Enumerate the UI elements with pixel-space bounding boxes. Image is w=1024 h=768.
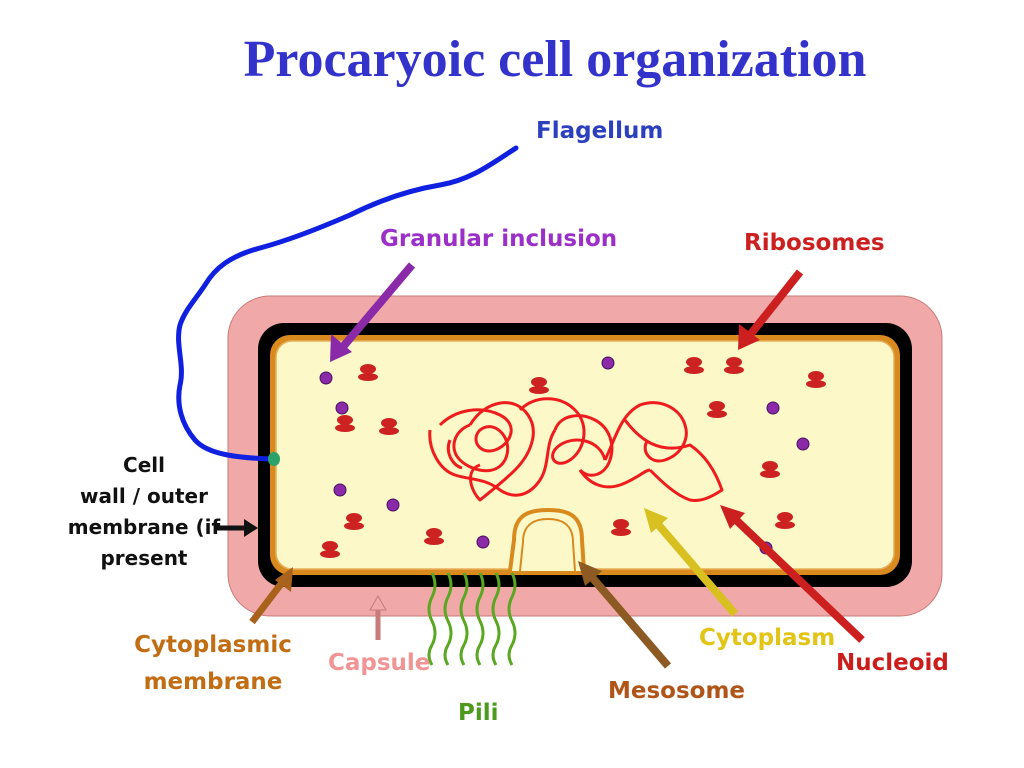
label-cell-wall-line: wall / outer xyxy=(80,484,208,508)
ribosome xyxy=(707,401,727,418)
ribosome xyxy=(724,357,744,374)
label-pili: Pili xyxy=(458,700,499,726)
ribosome xyxy=(760,461,780,478)
pilus xyxy=(459,572,469,666)
granule xyxy=(335,401,349,415)
ribosome xyxy=(344,513,364,530)
pilus xyxy=(491,572,501,666)
ribosome xyxy=(424,528,444,545)
nucleoid xyxy=(428,397,724,502)
flagellum xyxy=(176,145,519,462)
ribosomes xyxy=(320,357,826,558)
granule xyxy=(766,401,780,415)
ribosome xyxy=(806,371,826,388)
pilus xyxy=(475,572,485,666)
label-mesosome: Mesosome xyxy=(608,678,745,704)
label-cell-wall-line: present xyxy=(100,546,187,570)
granule xyxy=(386,498,400,512)
label-flagellum: Flagellum xyxy=(536,118,663,144)
label-cytoplasmic-membrane-line: Cytoplasmic xyxy=(134,632,292,658)
label-cell-wall: Cell wall / outer membrane (if present xyxy=(68,453,221,570)
pili-group xyxy=(427,572,517,666)
label-granular-inclusion: Granular inclusion xyxy=(380,226,617,252)
granule xyxy=(796,437,810,451)
flagellum-basal-body xyxy=(268,452,280,466)
ribosome xyxy=(684,357,704,374)
ribosome xyxy=(775,512,795,529)
label-ribosomes: Ribosomes xyxy=(744,230,885,256)
ribosome xyxy=(379,418,399,435)
label-nucleoid: Nucleoid xyxy=(836,650,949,676)
label-capsule: Capsule xyxy=(328,650,430,676)
granule xyxy=(476,535,490,549)
cytoplasm-arrow xyxy=(652,519,739,617)
page-title: Procaryoic cell organization xyxy=(243,31,867,88)
nucleoid-arrow xyxy=(731,515,865,643)
pilus xyxy=(443,572,453,666)
label-cell-wall-line: membrane (if xyxy=(68,515,221,539)
label-cytoplasm: Cytoplasm xyxy=(699,625,835,651)
granule xyxy=(333,483,347,497)
ribosome xyxy=(358,364,378,381)
label-cell-wall-line: Cell xyxy=(123,453,165,477)
pilus xyxy=(507,572,517,666)
ribosome xyxy=(320,541,340,558)
pilus xyxy=(427,572,437,666)
mesosome-arrow xyxy=(586,572,672,669)
cytoplasmic-membrane-arrow xyxy=(249,577,287,625)
ribosome xyxy=(611,519,631,536)
label-cytoplasmic-membrane: Cytoplasmic membrane xyxy=(134,632,292,695)
ribosomes-arrow xyxy=(746,269,804,338)
label-cytoplasmic-membrane-line: membrane xyxy=(144,669,283,695)
ribosome xyxy=(335,415,355,432)
granule xyxy=(601,356,615,370)
granular-inclusion-arrow xyxy=(338,262,416,351)
ribosome xyxy=(529,377,549,394)
granule xyxy=(319,371,333,385)
